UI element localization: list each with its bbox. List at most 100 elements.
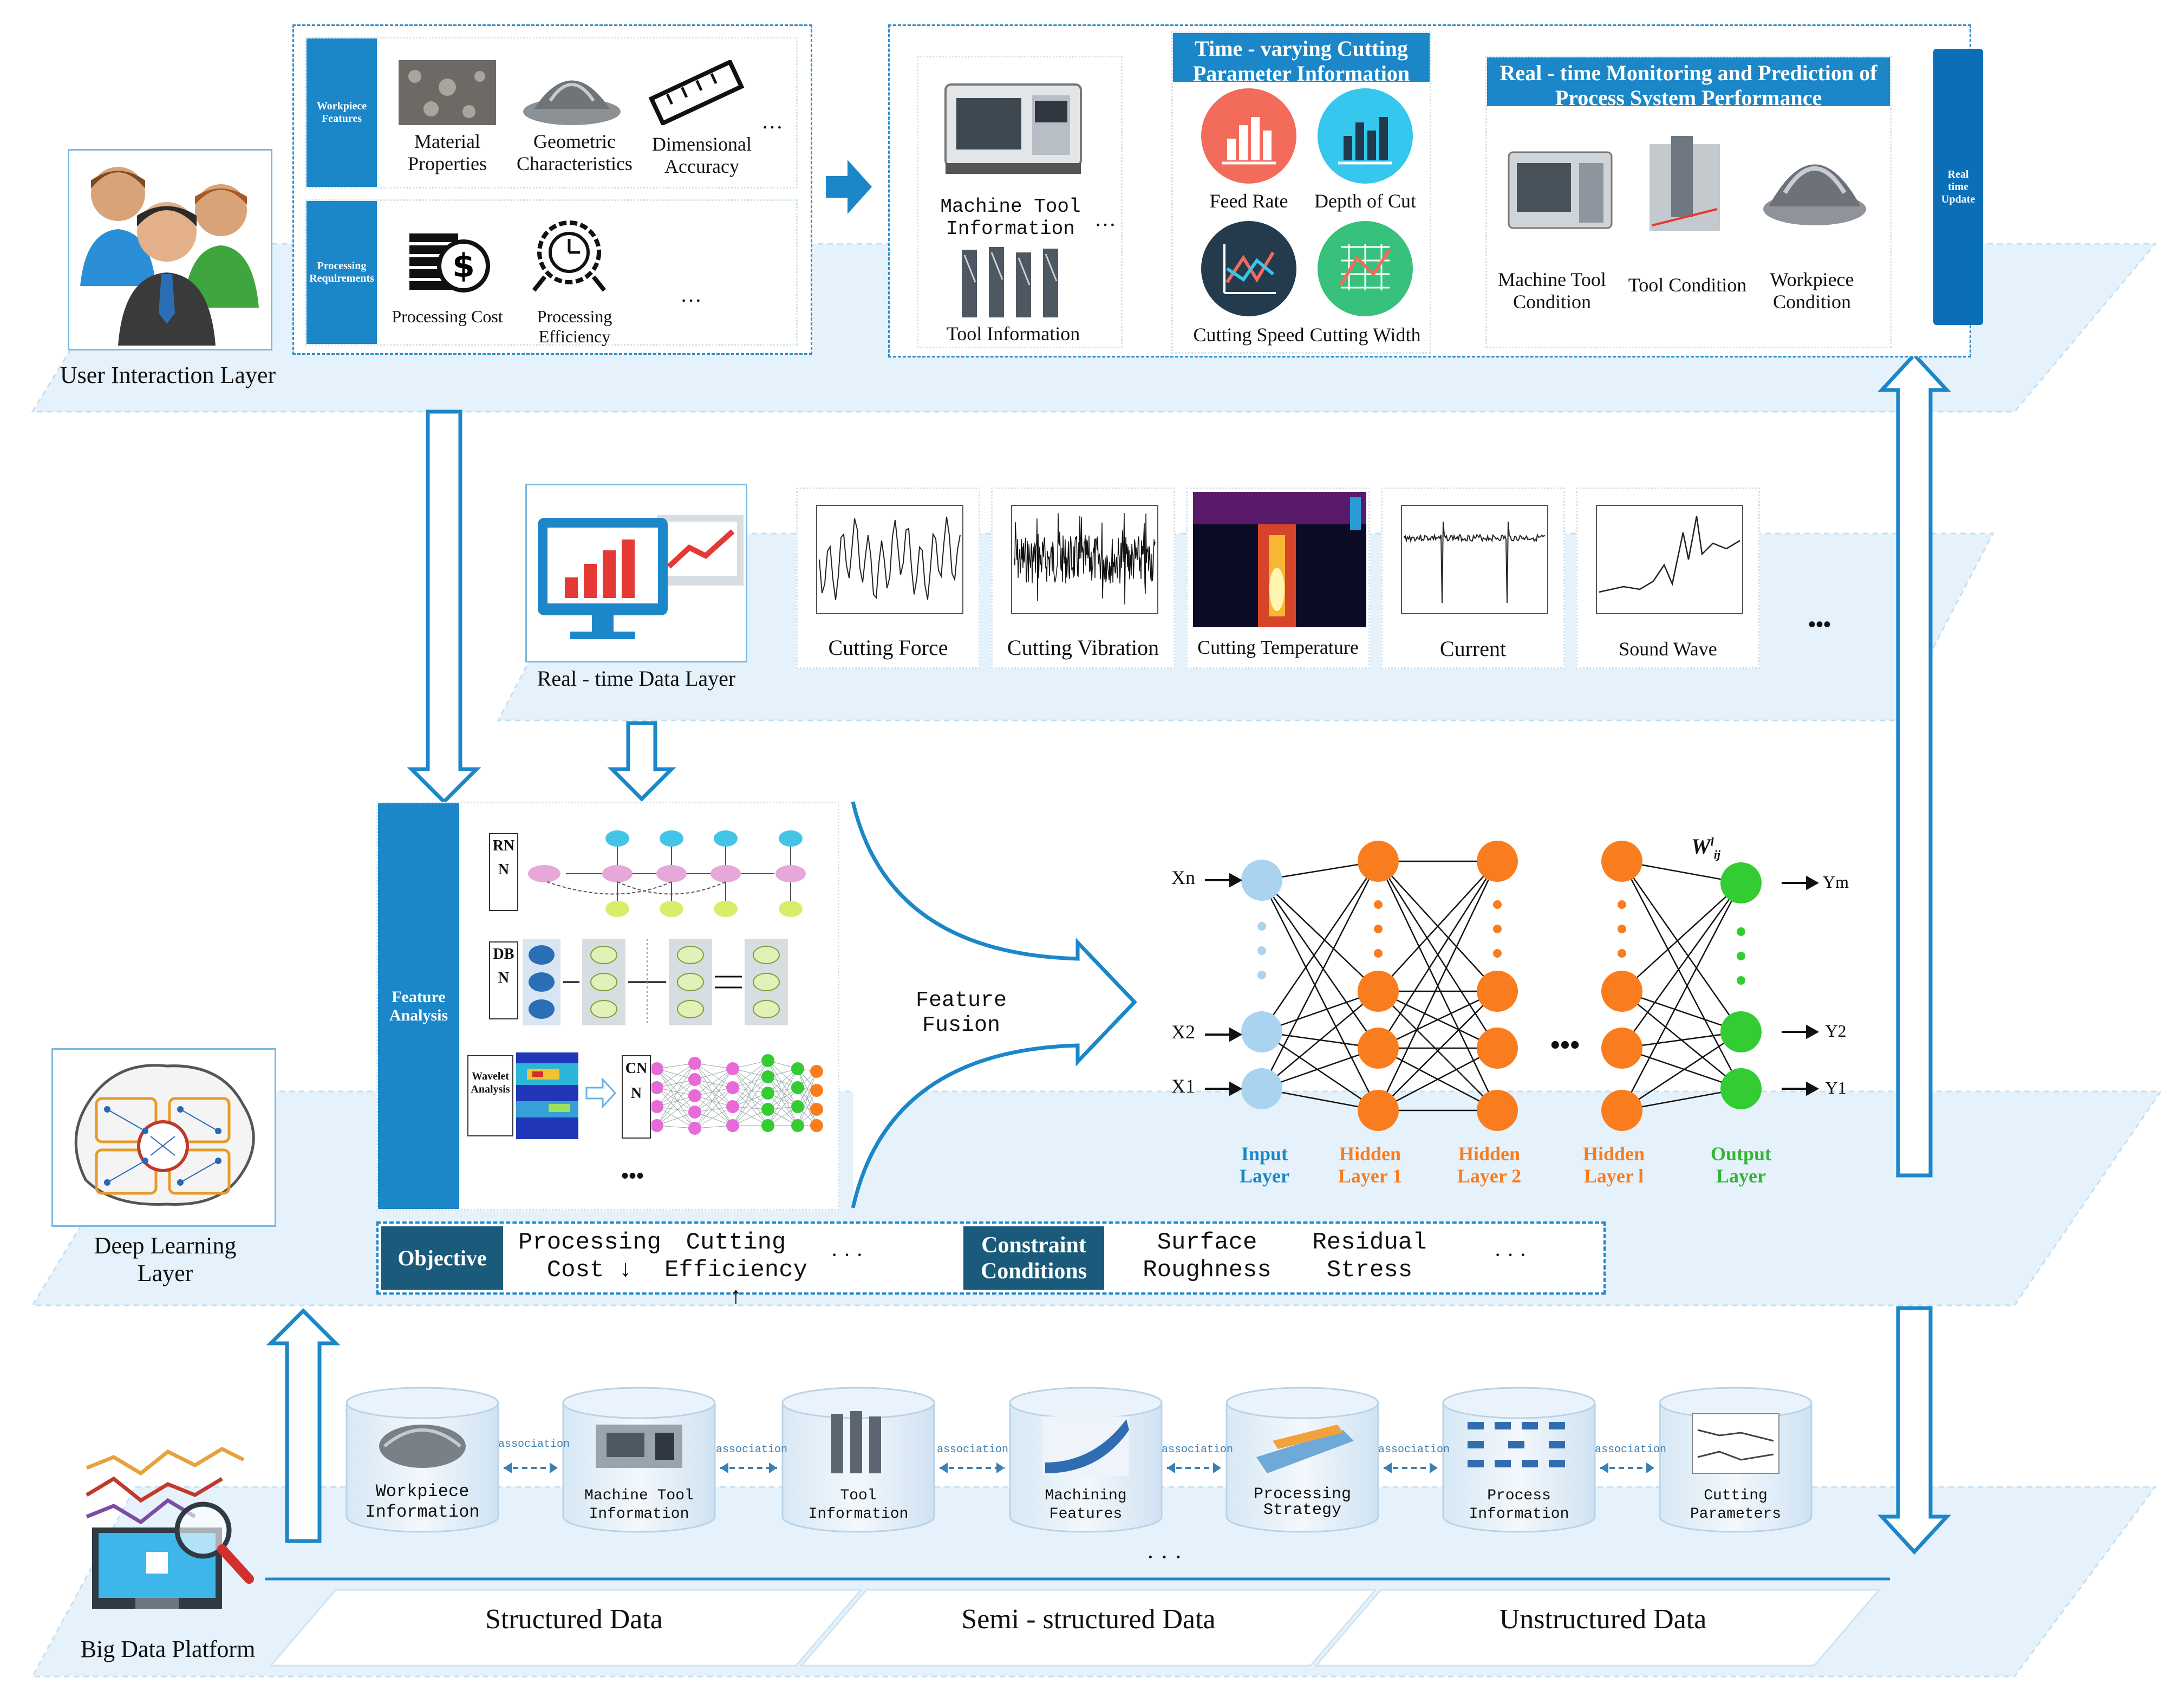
nn-edge xyxy=(1378,861,1498,992)
hidden-layer-1-label: Hidden Layer 1 xyxy=(1338,1143,1403,1187)
cnn-edge xyxy=(767,1093,798,1126)
cnn-edge xyxy=(656,1063,695,1126)
cnn-edge xyxy=(656,1068,695,1113)
tool-icon xyxy=(962,247,1058,317)
input-x2-label: X2 xyxy=(1171,1021,1195,1043)
sound-wave-plot xyxy=(1596,505,1743,614)
cutting-width-icon xyxy=(1318,221,1413,316)
signals-more: ••• xyxy=(1808,612,1831,636)
objective-ellipsis: · · · xyxy=(831,1243,863,1267)
hiddenl-node xyxy=(1601,1090,1642,1131)
cnn-edge xyxy=(797,1071,817,1107)
objective-strip: Objective Processing Cost ↓ Cutting Effi… xyxy=(376,1221,1606,1311)
cnn-edge xyxy=(732,1093,768,1126)
current-plot xyxy=(1401,505,1548,614)
cnn-tag: CNN xyxy=(622,1055,651,1139)
nn-ellipsis-dot xyxy=(1257,922,1266,931)
cnn-node xyxy=(761,1087,774,1100)
nn-edge xyxy=(1261,880,1379,1049)
semi-structured-data-label: Semi - structured Data xyxy=(961,1604,1216,1635)
cnn-edge xyxy=(797,1090,817,1126)
hiddenl-node xyxy=(1601,971,1642,1012)
cnn-node xyxy=(688,1122,701,1135)
cnn-edge xyxy=(656,1068,695,1129)
brain-icon-frame xyxy=(51,1048,276,1227)
cnn-edge xyxy=(694,1112,733,1126)
nn-edge xyxy=(1261,861,1379,1089)
cnn-node xyxy=(810,1084,823,1097)
cyl-machining-features-label: Machining Features xyxy=(1045,1487,1127,1523)
cnn-node xyxy=(688,1057,701,1070)
cnn-node xyxy=(810,1103,823,1116)
input-node xyxy=(1241,860,1282,901)
nn-edge xyxy=(1621,861,1742,1032)
nn-edge xyxy=(1261,991,1379,1089)
cyl-cutting-params-label: Cutting Parameters xyxy=(1690,1487,1782,1523)
nn-ellipsis-dot xyxy=(1737,927,1745,936)
tool-info-label: Tool Information xyxy=(946,323,1080,344)
cnn-edge xyxy=(694,1068,733,1113)
arrow-bigdata-up xyxy=(266,1308,341,1543)
cnn-node xyxy=(651,1081,663,1094)
cnn-edge xyxy=(694,1068,733,1096)
nn-edge xyxy=(1377,861,1498,1111)
cnn-edge xyxy=(694,1106,733,1129)
processing-cost-label: Processing Cost xyxy=(392,307,503,326)
cnn-edge xyxy=(694,1063,733,1107)
association-label-4: association xyxy=(1162,1444,1234,1456)
rnn-tag: RNN xyxy=(489,833,518,911)
nn-ellipsis-dot xyxy=(1493,900,1502,909)
tool-condition-icon xyxy=(1650,136,1720,231)
cyl-process-info-label: Process Information xyxy=(1469,1487,1569,1523)
processing-efficiency-label: Processing Efficiency xyxy=(537,307,612,346)
cnn-node xyxy=(761,1054,774,1067)
cnn-edge xyxy=(767,1068,798,1126)
network-dots: ••• xyxy=(1550,1030,1580,1061)
hidden1-node xyxy=(1358,1090,1399,1131)
svg-text:$: $ xyxy=(452,247,475,285)
cutting-temperature-thermal xyxy=(1193,492,1366,627)
cnn-edge xyxy=(732,1060,768,1107)
cnn-node xyxy=(688,1106,701,1119)
cnn-node xyxy=(726,1081,739,1094)
cnn-node xyxy=(761,1103,774,1116)
unstructured-band xyxy=(1314,1589,1881,1667)
nn-edge xyxy=(1261,880,1379,992)
nn-ellipsis-dot xyxy=(1257,971,1266,979)
cnn-edge xyxy=(732,1087,768,1110)
output-y1-label: Y1 xyxy=(1825,1078,1847,1097)
output-y2-label: Y2 xyxy=(1825,1021,1847,1041)
cutting-speed-label: Cutting Speed xyxy=(1193,324,1305,346)
constraint-surface-roughness: Surface Roughness xyxy=(1143,1229,1272,1284)
depth-of-cut-label: Depth of Cut xyxy=(1314,190,1416,212)
users-icon-frame xyxy=(68,149,272,350)
nn-ellipsis-dot xyxy=(1374,925,1383,933)
hidden2-node xyxy=(1477,841,1518,882)
cnn-edge xyxy=(797,1087,817,1126)
nn-ellipsis-dot xyxy=(1493,949,1502,958)
user-layer-label: User Interaction Layer xyxy=(60,362,276,388)
nn-ellipsis-dot xyxy=(1493,925,1502,933)
cnn-edge xyxy=(732,1068,768,1126)
wavelet-tag: Wavelet Analysis xyxy=(467,1055,513,1136)
cutting-speed-icon xyxy=(1201,221,1296,316)
cutting-force-plot xyxy=(816,505,963,614)
realtime-update-bar: Real time Update xyxy=(1933,49,1983,325)
arrow-user-to-info xyxy=(826,160,872,214)
processing-cost-icon: $ xyxy=(409,233,490,292)
structured-data-label: Structured Data xyxy=(485,1604,663,1635)
workpiece-condition-label: Workpiece Condition xyxy=(1770,269,1854,313)
cutting-parameter-card: Time - varying Cutting Parameter Informa… xyxy=(1171,31,1431,354)
cnn-edge xyxy=(694,1087,733,1113)
cnn-edge xyxy=(797,1068,817,1126)
processing-requirements-tag: Processing Requirements xyxy=(307,201,377,344)
machining-thumb-icon xyxy=(1042,1416,1129,1476)
association-label-5: association xyxy=(1378,1444,1450,1456)
cnn-node xyxy=(726,1062,739,1075)
current-label: Current xyxy=(1439,636,1507,661)
cnn-edge xyxy=(656,1068,695,1080)
machine-tool-info-label: Machine Tool Information xyxy=(940,196,1081,240)
output-node xyxy=(1720,1011,1762,1052)
cyl-machine-tool-label: Machine Tool Information xyxy=(584,1487,694,1523)
cnn-node xyxy=(688,1089,701,1102)
